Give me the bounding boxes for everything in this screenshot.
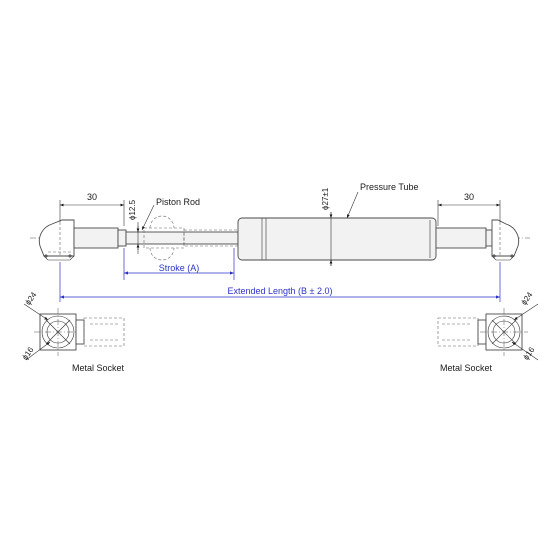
right-socket-inner-label: ϕ16 (521, 345, 536, 362)
left-socket-inner-label: ϕ16 (20, 345, 35, 362)
dimension-30-left: 30 (59, 192, 125, 226)
pressure-tube (237, 217, 437, 261)
stroke-dim: Stroke (A) (123, 248, 235, 280)
dim-30-right-label: 30 (464, 192, 474, 202)
piston-rod-callout: Piston Rod (141, 197, 200, 231)
dimension-30-right: 30 (437, 192, 501, 226)
left-metal-socket-detail: ϕ24 ϕ16 Metal Socket (20, 290, 124, 373)
gas-spring-body (30, 215, 530, 261)
piston-rod (125, 215, 239, 261)
left-metal-socket-label: Metal Socket (72, 363, 125, 373)
tube-diameter-label: ϕ27±1 (321, 187, 330, 210)
rod-diameter-dim: ϕ12.5 (128, 199, 140, 254)
piston-rod-label: Piston Rod (156, 197, 200, 207)
tube-diameter-dim: ϕ27±1 (321, 187, 333, 266)
right-socket-end (435, 219, 520, 261)
right-socket-outer-label: ϕ24 (519, 290, 534, 307)
right-metal-socket-label: Metal Socket (440, 363, 493, 373)
right-metal-socket-detail: ϕ24 ϕ16 Metal Socket (437, 290, 539, 373)
dim-30-left-label: 30 (87, 192, 97, 202)
left-socket-outer-label: ϕ24 (23, 290, 38, 307)
extended-length-label: Extended Length (B ± 2.0) (227, 286, 332, 296)
left-socket-end (38, 219, 127, 261)
rod-diameter-label: ϕ12.5 (128, 199, 137, 220)
stroke-label: Stroke (A) (159, 263, 200, 273)
pressure-tube-callout: Pressure Tube (346, 182, 419, 219)
pressure-tube-label: Pressure Tube (360, 182, 419, 192)
extended-length-dim: Extended Length (B ± 2.0) (59, 262, 501, 302)
